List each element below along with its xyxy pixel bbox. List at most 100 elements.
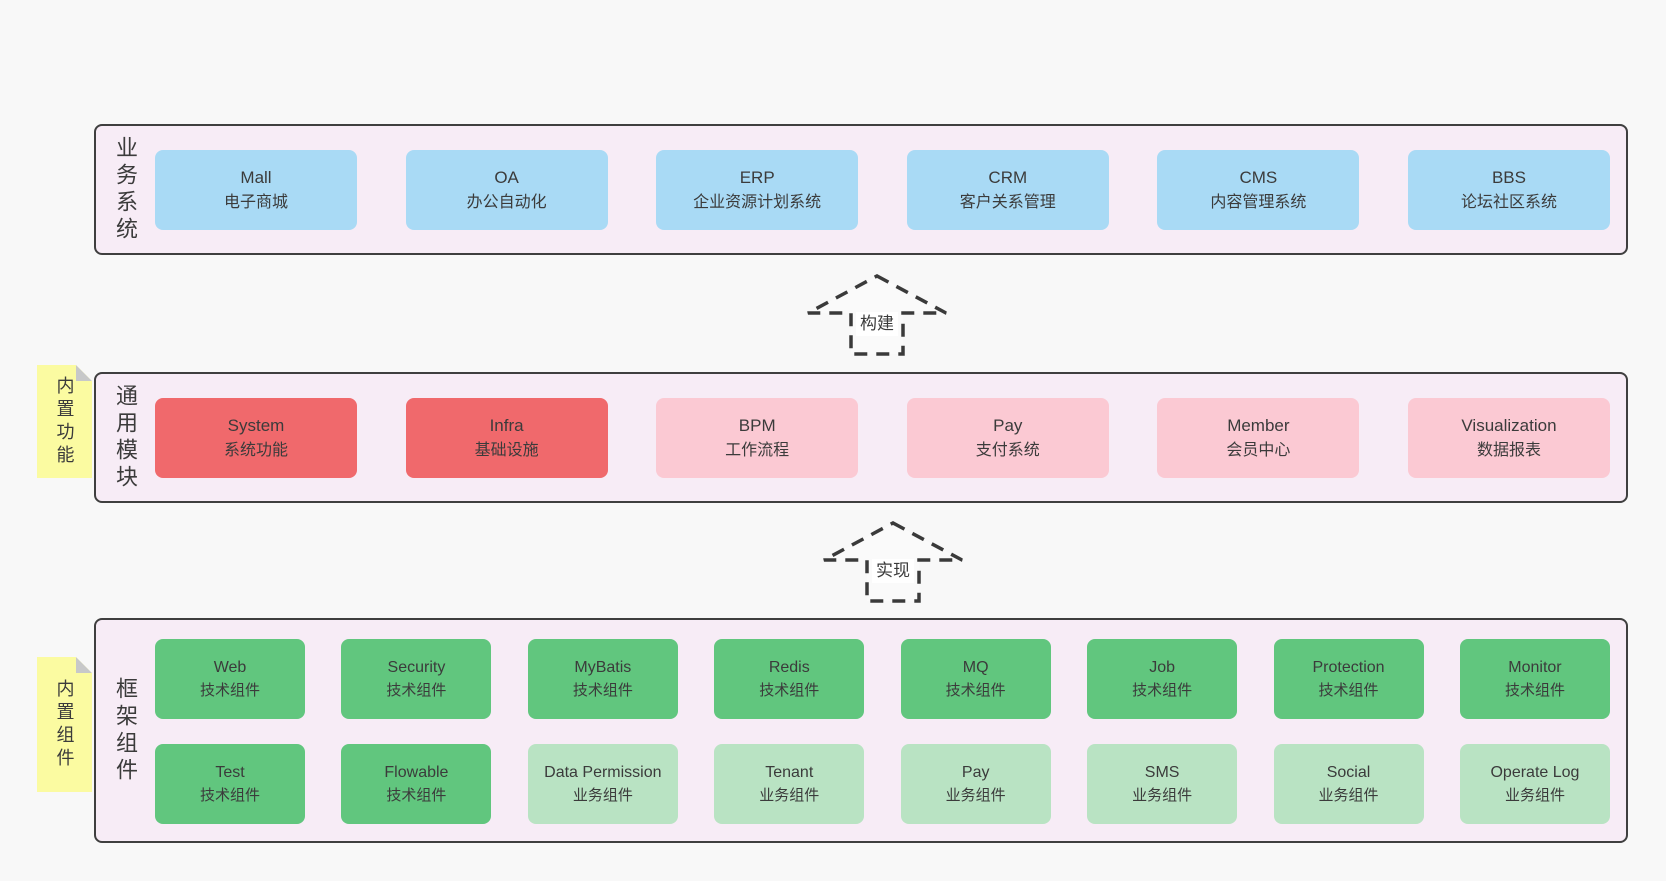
box-name: Web xyxy=(213,659,247,676)
box-crm: CRM 客户关系管理 xyxy=(906,149,1109,230)
box-name: Infra xyxy=(489,415,524,435)
box-name: Tenant xyxy=(765,764,814,781)
box-name: Data Permission xyxy=(544,764,662,781)
box-data-permission: Data Permission 业务组件 xyxy=(527,744,678,824)
box-member: Member 会员中心 xyxy=(1157,397,1360,478)
box-desc: 业务组件 xyxy=(945,787,1006,804)
box-desc: 技术组件 xyxy=(1504,682,1565,699)
box-name: SMS xyxy=(1144,764,1180,781)
box-oa: OA 办公自动化 xyxy=(405,149,608,230)
box-mybatis: MyBatis 技术组件 xyxy=(527,639,678,719)
box-name: Visualization xyxy=(1461,415,1557,435)
box-bpm: BPM 工作流程 xyxy=(656,397,859,478)
box-desc: 论坛社区系统 xyxy=(1460,193,1557,211)
box-name: Security xyxy=(387,659,446,676)
tech-components-row: Web 技术组件 Security 技术组件 MyBatis 技术组件 Redi… xyxy=(155,639,1610,719)
box-name: ERP xyxy=(739,167,775,187)
box-name: Social xyxy=(1326,764,1371,781)
box-desc: 技术组件 xyxy=(386,682,447,699)
box-name: OA xyxy=(494,167,519,187)
box-desc: 业务组件 xyxy=(759,787,820,804)
box-desc: 企业资源计划系统 xyxy=(693,193,822,211)
box-desc: 业务组件 xyxy=(1318,787,1379,804)
common-modules-label: 通用模块 xyxy=(113,383,138,492)
biz-components-row: Test 技术组件 Flowable 技术组件 Data Permission … xyxy=(155,744,1610,824)
box-name: CMS xyxy=(1239,167,1278,187)
box-redis: Redis 技术组件 xyxy=(714,639,865,719)
box-name: Pay xyxy=(993,415,1023,435)
box-sms: SMS 业务组件 xyxy=(1087,744,1238,824)
box-desc: 业务组件 xyxy=(572,787,633,804)
implement-arrow: 实现 xyxy=(822,521,964,603)
box-desc: 技术组件 xyxy=(759,682,820,699)
box-desc: 技术组件 xyxy=(572,682,633,699)
box-name: Redis xyxy=(768,659,810,676)
box-name: Test xyxy=(215,764,245,781)
box-desc: 技术组件 xyxy=(199,682,260,699)
box-desc: 支付系统 xyxy=(975,441,1040,459)
box-tenant: Tenant 业务组件 xyxy=(714,744,865,824)
box-name: Monitor xyxy=(1508,659,1562,676)
box-name: Pay xyxy=(961,764,990,781)
box-desc: 业务组件 xyxy=(1132,787,1193,804)
box-name: BBS xyxy=(1491,167,1526,187)
box-infra: Infra 基础设施 xyxy=(405,397,608,478)
box-operate-log: Operate Log 业务组件 xyxy=(1459,744,1610,824)
box-web: Web 技术组件 xyxy=(155,639,305,719)
box-visualization: Visualization 数据报表 xyxy=(1407,397,1610,478)
box-desc: 技术组件 xyxy=(1132,682,1193,699)
box-name: MyBatis xyxy=(574,659,632,676)
box-name: Protection xyxy=(1312,659,1385,676)
builtin-components-note: 内置组件 xyxy=(37,657,92,792)
box-desc: 数据报表 xyxy=(1476,441,1541,459)
box-protection: Protection 技术组件 xyxy=(1273,639,1424,719)
box-desc: 系统功能 xyxy=(223,441,288,459)
box-name: Job xyxy=(1149,659,1175,676)
box-name: Member xyxy=(1227,415,1290,435)
box-job: Job 技术组件 xyxy=(1087,639,1238,719)
box-desc: 技术组件 xyxy=(386,787,447,804)
box-desc: 工作流程 xyxy=(725,441,790,459)
note-text: 内置功能 xyxy=(54,375,75,468)
box-flowable: Flowable 技术组件 xyxy=(341,744,492,824)
box-desc: 电子商城 xyxy=(223,193,288,211)
box-security: Security 技术组件 xyxy=(341,639,492,719)
box-desc: 会员中心 xyxy=(1226,441,1291,459)
box-name: Mall xyxy=(240,167,272,187)
box-pay: Pay 支付系统 xyxy=(906,397,1109,478)
box-erp: ERP 企业资源计划系统 xyxy=(656,149,859,230)
box-desc: 客户关系管理 xyxy=(959,193,1056,211)
box-desc: 技术组件 xyxy=(1318,682,1379,699)
box-desc: 技术组件 xyxy=(945,682,1006,699)
box-desc: 内容管理系统 xyxy=(1210,193,1307,211)
box-name: Operate Log xyxy=(1490,764,1580,781)
box-name: Flowable xyxy=(384,764,449,781)
build-arrow: 构建 xyxy=(806,274,948,356)
note-text: 内置组件 xyxy=(54,678,75,771)
business-systems-panel: 业务系统 Mall 电子商城 OA 办公自动化 ERP 企业资源计划系统 CRM… xyxy=(94,124,1628,255)
business-systems-row: Mall 电子商城 OA 办公自动化 ERP 企业资源计划系统 CRM 客户关系… xyxy=(155,149,1610,230)
box-cms: CMS 内容管理系统 xyxy=(1157,149,1360,230)
builtin-features-note: 内置功能 xyxy=(37,365,92,478)
box-social: Social 业务组件 xyxy=(1273,744,1424,824)
build-arrow-label: 构建 xyxy=(856,312,898,336)
box-name: BPM xyxy=(738,415,776,435)
common-modules-row: System 系统功能 Infra 基础设施 BPM 工作流程 Pay 支付系统… xyxy=(155,397,1610,478)
box-desc: 业务组件 xyxy=(1504,787,1565,804)
framework-components-panel: 框架组件 Web 技术组件 Security 技术组件 MyBatis 技术组件… xyxy=(94,618,1628,843)
box-desc: 办公自动化 xyxy=(466,193,547,211)
common-modules-panel: 通用模块 System 系统功能 Infra 基础设施 BPM 工作流程 Pay… xyxy=(94,372,1628,503)
box-system: System 系统功能 xyxy=(155,397,357,478)
box-monitor: Monitor 技术组件 xyxy=(1459,639,1610,719)
box-name: CRM xyxy=(988,167,1028,187)
framework-components-label: 框架组件 xyxy=(113,676,138,785)
box-mall: Mall 电子商城 xyxy=(155,149,357,230)
implement-arrow-label: 实现 xyxy=(872,559,914,583)
box-name: System xyxy=(227,415,285,435)
box-bbs: BBS 论坛社区系统 xyxy=(1407,149,1610,230)
box-test: Test 技术组件 xyxy=(155,744,305,824)
business-systems-label: 业务系统 xyxy=(113,135,138,244)
box-mq: MQ 技术组件 xyxy=(900,639,1051,719)
framework-components-rows: Web 技术组件 Security 技术组件 MyBatis 技术组件 Redi… xyxy=(155,639,1610,824)
